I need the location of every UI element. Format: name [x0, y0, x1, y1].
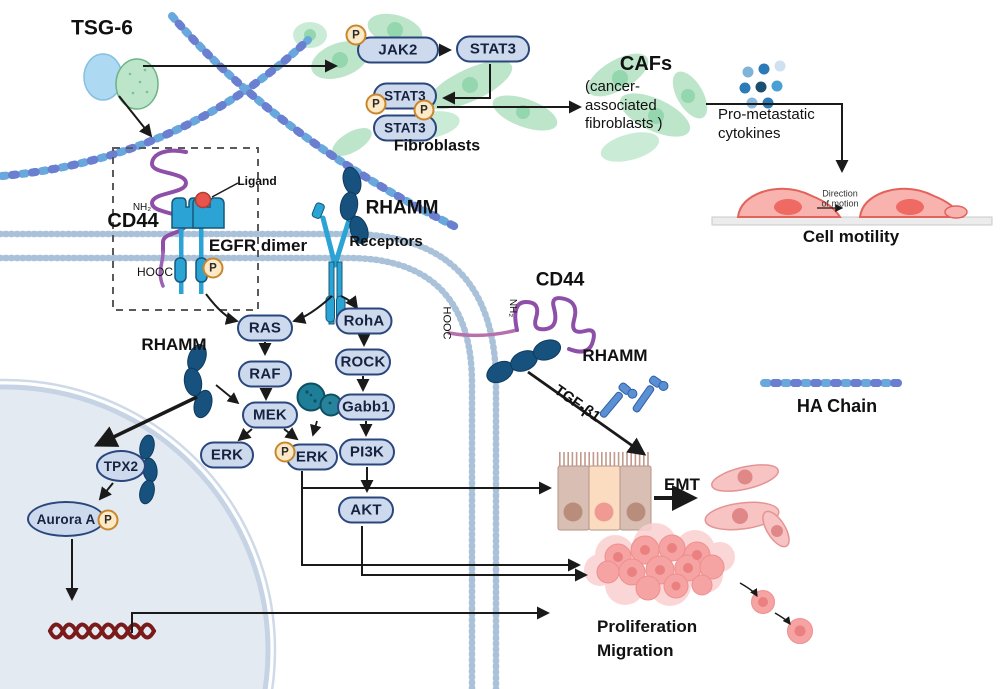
rhamm-protein-membrane	[339, 166, 369, 245]
mesenchymal-cells	[704, 464, 790, 548]
node-stat3: STAT3	[456, 35, 530, 63]
teal-vesicles	[296, 382, 343, 417]
label-rhamm-left: RHAMM	[141, 334, 207, 354]
label-tsg6: TSG-6	[71, 16, 133, 40]
motility-cells	[711, 187, 993, 226]
label-receptors: Receptors	[349, 233, 423, 250]
label-cd44-left: CD44	[107, 210, 159, 232]
phospho-badge-jak2: P	[345, 24, 367, 46]
label-rhamm-right: RHAMM	[582, 345, 648, 365]
label-emt: EMT	[664, 474, 700, 494]
label-cell-motility: Cell motility	[802, 226, 900, 246]
label-hooc-left: HOOC	[137, 264, 173, 279]
node-rock: ROCK	[335, 348, 391, 376]
node-stat3-dimer-bottom: STAT3	[373, 114, 437, 142]
node-tpx2: TPX2	[96, 450, 146, 482]
label-ha-chain: HA Chain	[796, 396, 878, 417]
tumor-cluster	[584, 523, 735, 606]
node-pi3k: PI3K	[339, 438, 395, 466]
phospho-badge-erk: P	[274, 441, 296, 463]
label-pro-metastatic-cytokines: Pro-metastatic cytokines	[718, 106, 815, 142]
node-ras: RAS	[237, 314, 293, 342]
rhamm-protein-nuclear	[139, 434, 158, 505]
label-cd44-right: CD44	[535, 269, 585, 291]
tgfb1-receptors	[599, 375, 669, 418]
rhamm-protein-right	[486, 339, 562, 384]
ha-chain-strands	[0, 12, 462, 232]
label-direction-of-motion: Direction of motion	[821, 188, 859, 209]
label-nh2-left: NH₂	[132, 202, 152, 213]
label-ligand: Ligand	[237, 173, 277, 188]
node-jak2: JAK2	[357, 36, 439, 64]
phospho-badge-aurora: P	[97, 509, 119, 531]
egfr-dimer-shape	[171, 191, 225, 294]
phospho-badge-stat3-left: P	[365, 93, 387, 115]
rhamm-receptor-shape	[311, 202, 357, 325]
rhamm-protein-left	[183, 344, 213, 419]
node-roha: RohA	[335, 307, 393, 335]
phospho-badge-egfr: P	[202, 257, 224, 279]
tsg6-protein	[83, 53, 159, 110]
phospho-badge-stat3-right: P	[413, 99, 435, 121]
node-p-erk: ERK	[286, 443, 338, 471]
label-cafs-sub: (cancer- associated fibroblasts )	[585, 78, 663, 133]
node-gabb1: Gabb1	[337, 393, 395, 421]
label-cafs-title: CAFs	[619, 53, 673, 75]
ligand-dot	[194, 191, 212, 209]
node-aurora-a: Aurora A	[27, 501, 105, 537]
node-mek: MEK	[242, 401, 298, 429]
label-nh2-right: NH₂	[507, 298, 518, 318]
label-proliferation-migration: Proliferation Migration	[597, 617, 698, 660]
label-egfr-dimer: EGFR dimer	[208, 235, 308, 255]
arrows	[65, 43, 849, 633]
label-rhamm-receptors-title: RHAMM	[365, 197, 439, 219]
cell-membrane	[0, 230, 500, 689]
cd44-receptor-right	[447, 296, 596, 354]
label-fibroblasts: Fibroblasts	[393, 137, 481, 155]
epithelial-cells	[557, 452, 652, 531]
cytokine-dots	[739, 60, 786, 109]
caf-cells	[587, 53, 708, 162]
node-erk: ERK	[200, 441, 254, 469]
label-hooc-right: HOOC	[440, 306, 453, 340]
node-raf: RAF	[238, 360, 292, 388]
dna-helix	[48, 622, 156, 640]
dashed-focus-box	[112, 147, 259, 311]
node-akt: AKT	[338, 496, 394, 524]
